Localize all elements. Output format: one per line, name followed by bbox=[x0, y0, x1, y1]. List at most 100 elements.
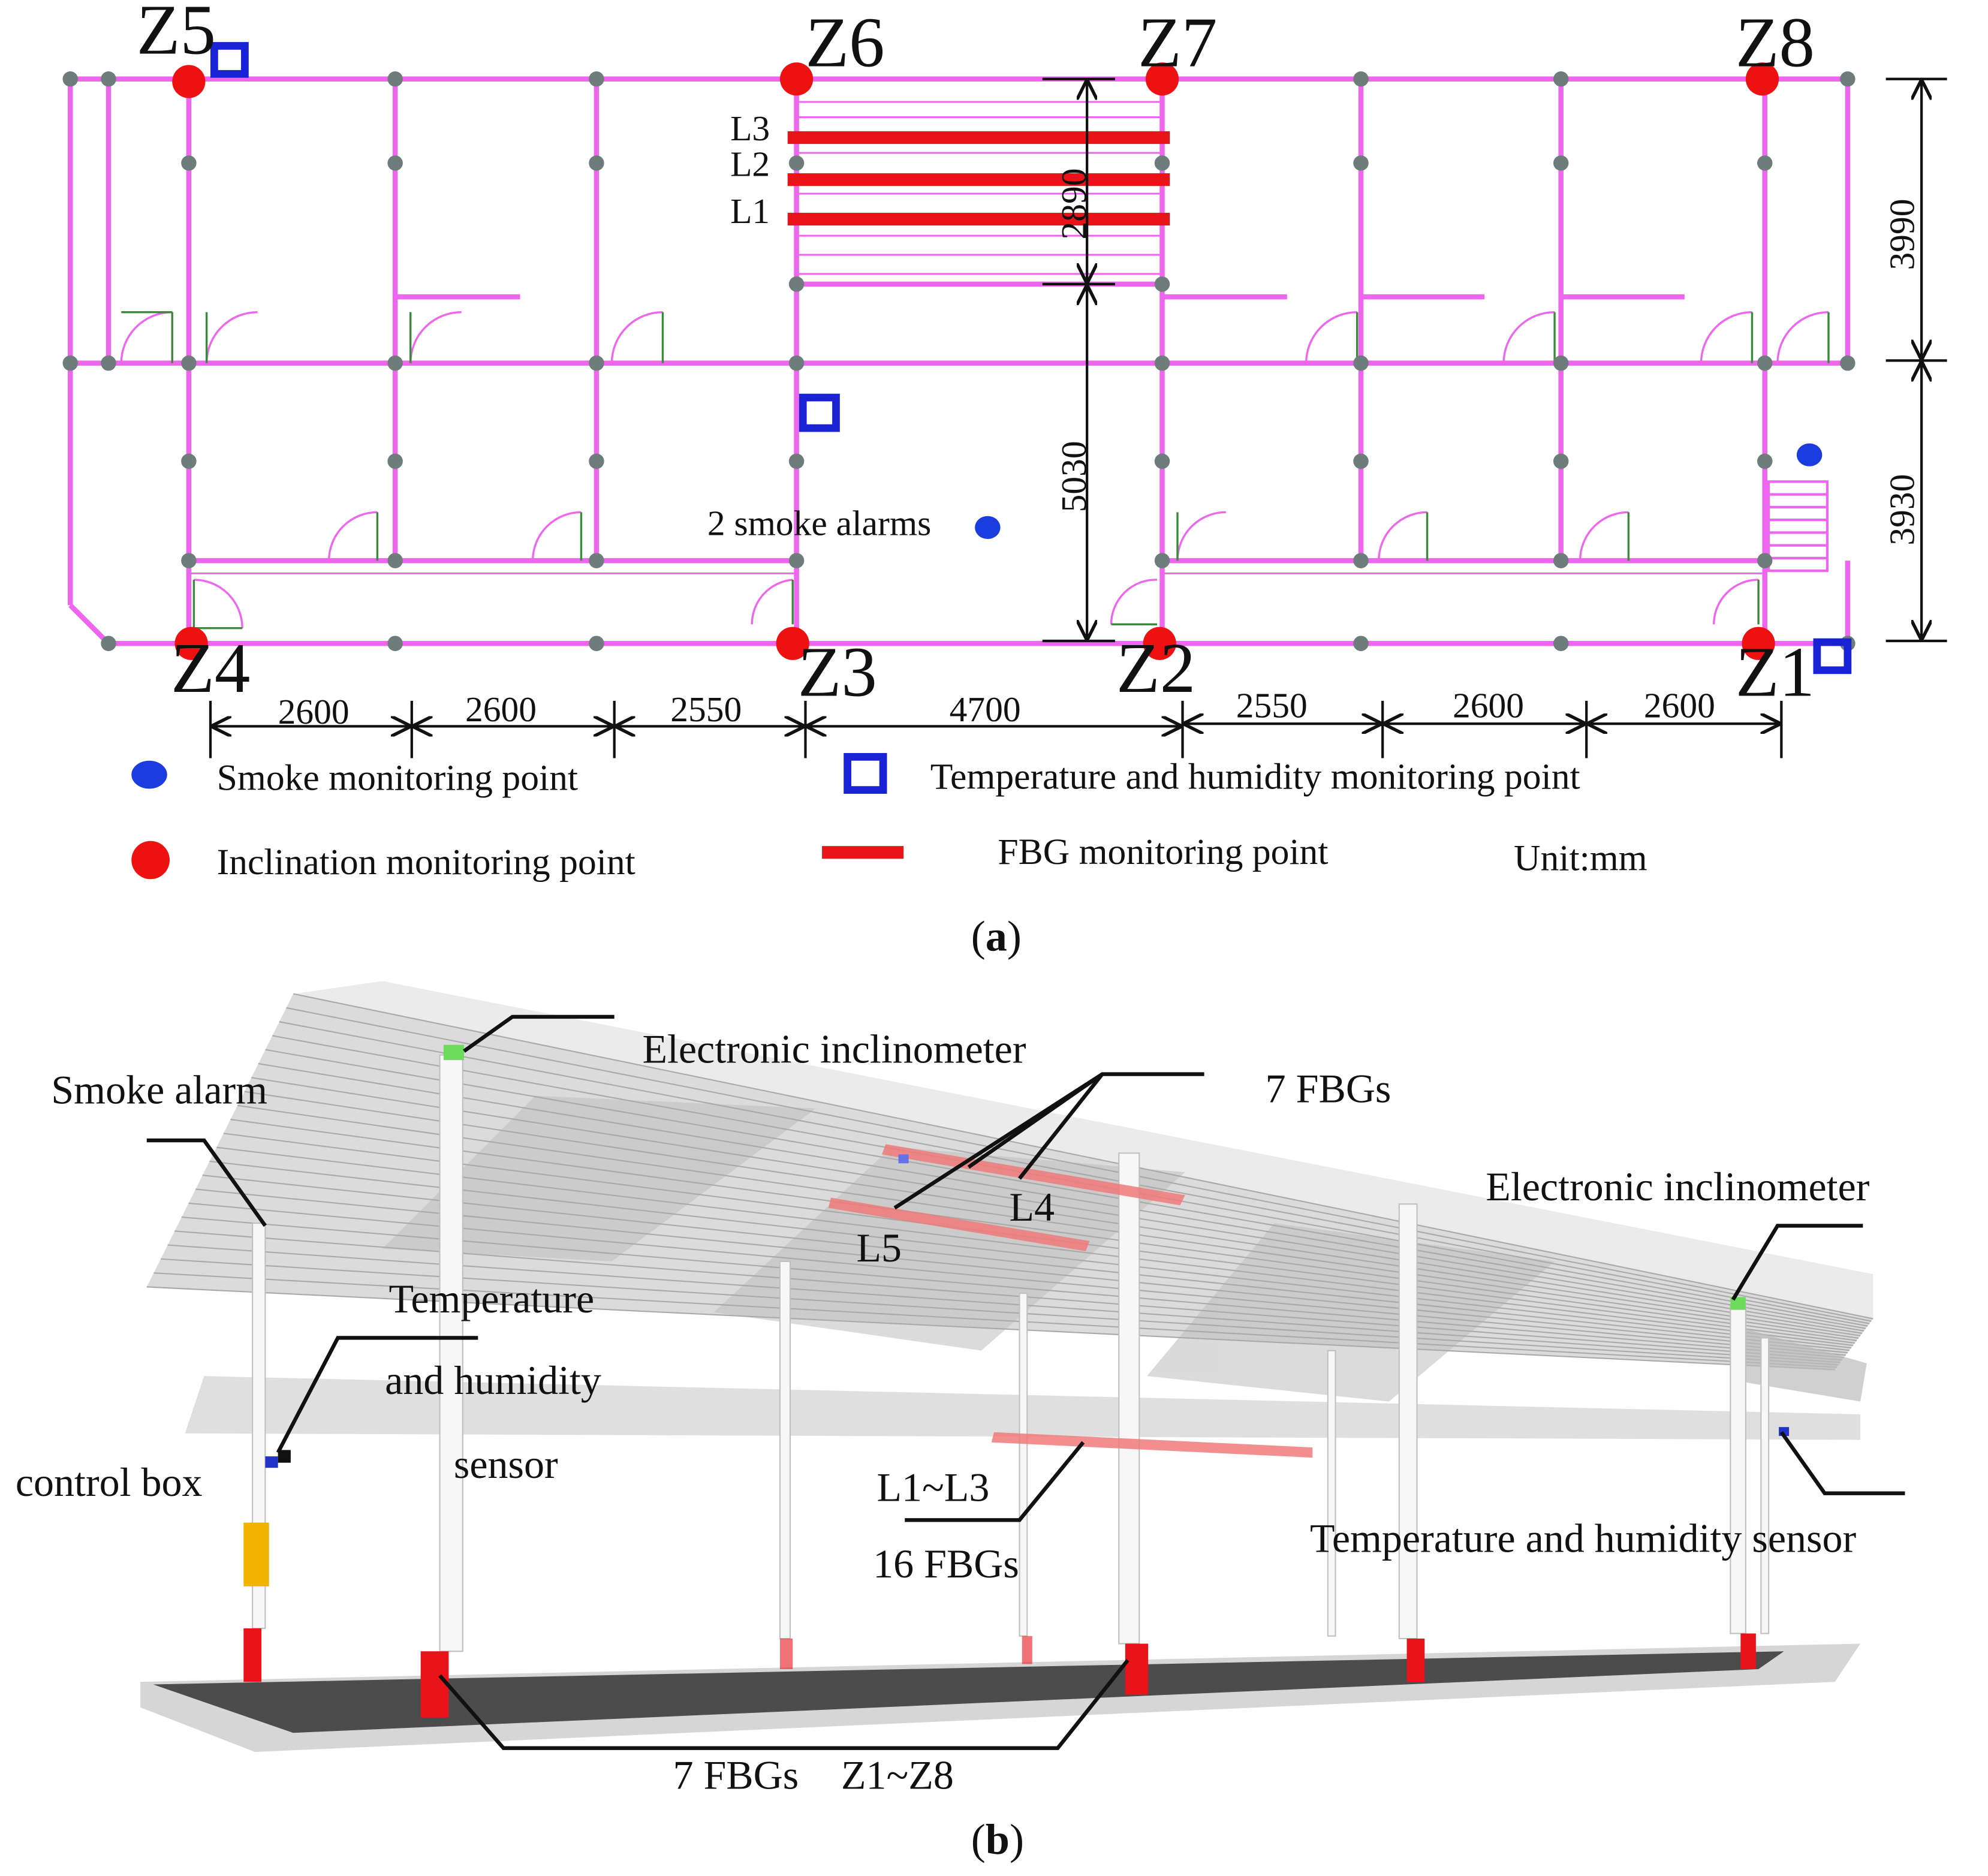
smoke-point bbox=[1796, 443, 1823, 466]
column-node bbox=[788, 155, 805, 171]
roof-stripes bbox=[146, 993, 1873, 1371]
temp-humidity-point bbox=[210, 42, 249, 78]
column bbox=[1398, 1203, 1418, 1640]
temp-humidity-point bbox=[1813, 638, 1852, 674]
column-node bbox=[387, 636, 403, 651]
fbg-lines bbox=[787, 131, 1170, 226]
roof-stripe bbox=[153, 1272, 1837, 1368]
column-node bbox=[1553, 636, 1569, 651]
roof-stripe bbox=[216, 1146, 1854, 1347]
column-node bbox=[101, 636, 116, 651]
label-z1-z8: Z1~Z8 bbox=[841, 1752, 954, 1798]
legend-smoke-marker bbox=[131, 760, 167, 789]
smoke-alarm-note: 2 smoke alarms bbox=[707, 504, 931, 543]
column bbox=[1730, 1305, 1746, 1634]
column-node bbox=[181, 553, 197, 568]
column-node bbox=[62, 355, 79, 371]
dim-label: 2600 bbox=[278, 692, 350, 731]
inner-dimensions bbox=[1042, 77, 1115, 643]
column-node bbox=[387, 453, 403, 469]
control-box bbox=[243, 1522, 269, 1586]
column-node bbox=[387, 553, 403, 568]
column-node bbox=[1353, 453, 1369, 469]
caption-a: (a) bbox=[971, 912, 1022, 960]
column-node bbox=[1154, 553, 1170, 568]
column-node bbox=[589, 453, 604, 469]
temp-sensor-1 bbox=[265, 1456, 278, 1468]
upper-roof-back bbox=[293, 981, 1873, 1319]
legend-temp-marker bbox=[844, 752, 887, 794]
inclination-point-z5 bbox=[172, 65, 206, 98]
column-node bbox=[1757, 355, 1773, 371]
temp-sensor-1b bbox=[278, 1450, 291, 1463]
zone-label-z8: Z8 bbox=[1736, 3, 1815, 82]
legend-smoke-label: Smoke monitoring point bbox=[217, 758, 578, 799]
dim-label: 2550 bbox=[670, 689, 742, 729]
zone-label-z5: Z5 bbox=[137, 0, 216, 69]
column-node bbox=[1757, 553, 1773, 568]
label-7-fbgs-bottom: 7 FBGs bbox=[673, 1752, 799, 1798]
roof-stripe bbox=[237, 1104, 1859, 1339]
legend-inclination-label: Inclination monitoring point bbox=[217, 842, 635, 883]
column-base bbox=[1022, 1636, 1032, 1664]
smoke-alarm-device bbox=[898, 1154, 909, 1164]
column bbox=[439, 1054, 463, 1652]
zone-label-z4: Z4 bbox=[171, 628, 250, 707]
roof-stripe bbox=[279, 1021, 1870, 1324]
column-node bbox=[788, 355, 805, 371]
column-node bbox=[788, 553, 805, 568]
label-smoke-alarm: Smoke alarm bbox=[51, 1067, 267, 1112]
temp-humidity-point bbox=[799, 393, 840, 432]
roof-stripe bbox=[293, 993, 1873, 1320]
column-node bbox=[1353, 636, 1369, 651]
column-node bbox=[1154, 155, 1170, 171]
smoke-point bbox=[975, 516, 1001, 539]
fbg-label-l1: L1 bbox=[730, 191, 770, 231]
zone-labels: Z5 Z6 Z7 Z8 Z4 Z3 Z2 Z1 bbox=[137, 0, 1815, 711]
column-base bbox=[779, 1638, 793, 1669]
column-node bbox=[101, 71, 116, 87]
temp-humidity-points bbox=[210, 42, 1852, 674]
zone-label-z2: Z2 bbox=[1116, 628, 1195, 707]
label-l4: L4 bbox=[1010, 1184, 1055, 1230]
column-node bbox=[1154, 453, 1170, 469]
fbg-bar-l4 bbox=[881, 1144, 1185, 1206]
zone-label-z1: Z1 bbox=[1736, 632, 1815, 711]
floor-plan: Z5 Z6 Z7 Z8 Z4 Z3 Z2 Z1 L3 L2 L1 2 smoke… bbox=[62, 0, 1947, 960]
roof-stripe bbox=[146, 1286, 1835, 1371]
roof-stripe bbox=[251, 1077, 1863, 1334]
inclination-points bbox=[172, 62, 1779, 660]
dim-2890: 2890 bbox=[1054, 168, 1094, 240]
column-node bbox=[1553, 155, 1569, 171]
column bbox=[1327, 1350, 1336, 1637]
right-dimensions bbox=[1885, 77, 1947, 643]
column-node bbox=[589, 71, 604, 87]
sketch-labels: Electronic inclinometer 7 FBGs L4 L5 Smo… bbox=[16, 1026, 1870, 1797]
column-node bbox=[589, 636, 604, 651]
column-bases-fbg bbox=[243, 1628, 1756, 1718]
column bbox=[779, 1260, 791, 1640]
column-node bbox=[788, 453, 805, 469]
leader-lines bbox=[146, 1014, 1905, 1750]
inclinometer-1 bbox=[443, 1044, 464, 1061]
ground-slab bbox=[153, 1651, 1784, 1733]
column-node bbox=[62, 71, 79, 87]
caption-b: (b) bbox=[971, 1815, 1024, 1863]
column-node bbox=[1353, 553, 1369, 568]
roof-stripe bbox=[209, 1160, 1852, 1349]
column-node bbox=[1353, 155, 1369, 171]
column-node bbox=[101, 355, 116, 371]
label-temperature: Temperature bbox=[389, 1276, 595, 1321]
label-7-fbgs-top: 7 FBGs bbox=[1266, 1065, 1391, 1111]
column-node bbox=[1353, 71, 1369, 87]
column bbox=[1019, 1292, 1028, 1637]
column-node bbox=[387, 355, 403, 371]
dim-3990: 3990 bbox=[1882, 199, 1921, 270]
legend: Smoke monitoring point Temperature and h… bbox=[131, 752, 1647, 883]
column-node bbox=[181, 355, 197, 371]
legend-inclination-marker bbox=[131, 841, 170, 880]
zone-label-z6: Z6 bbox=[805, 3, 884, 82]
label-inclinometer-2: Electronic inclinometer bbox=[1486, 1164, 1869, 1209]
legend-fbg-label: FBG monitoring point bbox=[998, 832, 1328, 872]
